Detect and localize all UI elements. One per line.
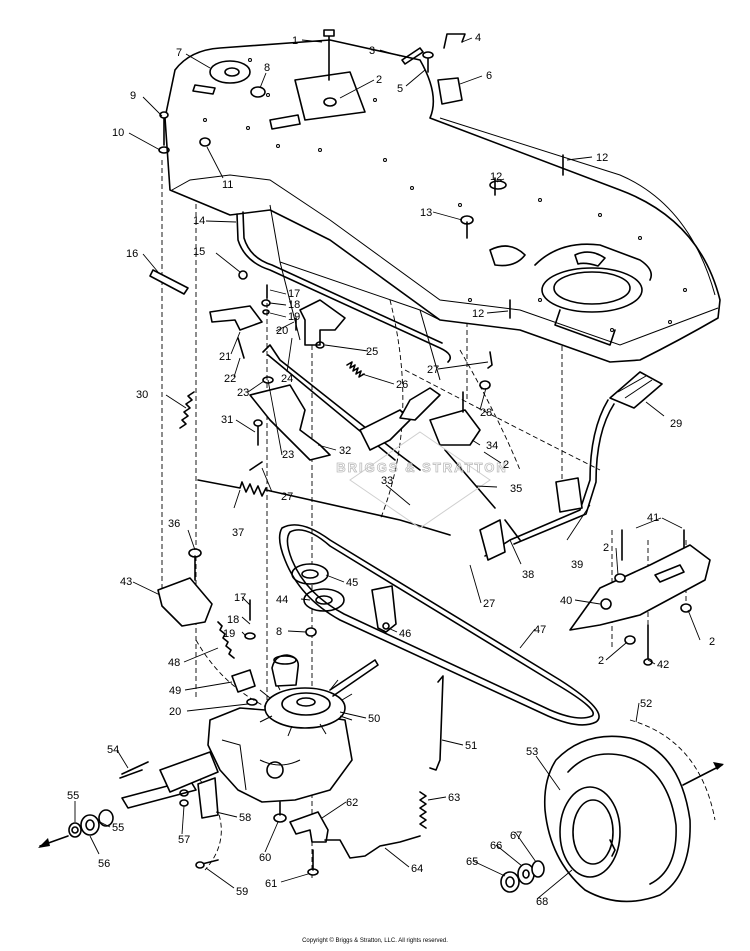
callout-62: 62 [346, 797, 358, 809]
callout-2: 2 [503, 459, 509, 471]
callout-61: 61 [265, 878, 277, 890]
callout-50: 50 [368, 713, 380, 725]
callout-2: 2 [709, 636, 715, 648]
frame-hardware [158, 29, 564, 319]
callout-59: 59 [236, 886, 248, 898]
callout-15: 15 [193, 246, 205, 258]
callout-57: 57 [178, 834, 190, 846]
callout-3: 3 [369, 45, 375, 57]
callout-52: 52 [640, 698, 652, 710]
callout-2: 2 [603, 542, 609, 554]
callout-29: 29 [670, 418, 682, 430]
callout-26: 26 [396, 379, 408, 391]
callout-9: 9 [130, 90, 136, 102]
callout-11: 11 [222, 179, 233, 191]
callout-48: 48 [168, 657, 180, 669]
callout-37: 37 [232, 527, 244, 539]
callout-12: 12 [596, 152, 608, 164]
callout-24: 24 [281, 373, 293, 385]
watermark: BRIGGS & STRATTON [336, 431, 507, 529]
callout-51: 51 [465, 740, 477, 752]
callout-17: 17 [234, 592, 246, 604]
callout-54: 54 [107, 744, 119, 756]
callout-1: 1 [292, 35, 298, 47]
callout-40: 40 [560, 595, 572, 607]
callout-28: 28 [480, 407, 492, 419]
callout-23: 23 [282, 449, 294, 461]
callout-31: 31 [221, 414, 233, 426]
callout-44: 44 [276, 594, 288, 606]
callout-6: 6 [486, 70, 492, 82]
callout-27: 27 [281, 491, 293, 503]
callout-47: 47 [534, 624, 546, 636]
callout-55: 55 [112, 822, 124, 834]
leader-lines [74, 37, 701, 900]
callout-22: 22 [224, 373, 236, 385]
callout-65: 65 [466, 856, 478, 868]
callout-12: 12 [472, 308, 484, 320]
callout-64: 64 [411, 863, 423, 875]
callout-68: 68 [536, 896, 548, 908]
callout-43: 43 [120, 576, 132, 588]
lower-rods [289, 675, 444, 876]
callout-5: 5 [397, 83, 403, 95]
callout-42: 42 [657, 659, 669, 671]
callout-56: 56 [98, 858, 110, 870]
chassis-frame [164, 39, 721, 381]
callout-41: 41 [647, 512, 659, 524]
callout-49: 49 [169, 685, 181, 697]
callout-66: 66 [490, 840, 502, 852]
callout-17: 17 [288, 288, 300, 300]
callout-53: 53 [526, 746, 538, 758]
callout-7: 7 [176, 47, 182, 59]
callout-55: 55 [67, 790, 79, 802]
callout-16: 16 [126, 248, 138, 260]
callout-8: 8 [264, 62, 270, 74]
callout-20: 20 [276, 325, 288, 337]
callout-19: 19 [223, 628, 235, 640]
watermark-text: BRIGGS & STRATTON [336, 460, 507, 475]
callout-67: 67 [510, 830, 522, 842]
callout-46: 46 [399, 628, 411, 640]
callout-45: 45 [346, 577, 358, 589]
callout-33: 33 [381, 475, 393, 487]
callout-39: 39 [571, 559, 583, 571]
callout-2: 2 [376, 74, 382, 86]
callout-2: 2 [598, 655, 604, 667]
callout-58: 58 [239, 812, 251, 824]
callout-38: 38 [522, 569, 534, 581]
callout-13: 13 [420, 207, 432, 219]
rear-wheel [500, 719, 724, 903]
callout-27: 27 [427, 364, 439, 376]
callout-18: 18 [288, 299, 300, 311]
callout-10: 10 [112, 127, 124, 139]
callout-12: 12 [490, 171, 502, 183]
callout-63: 63 [448, 792, 460, 804]
copyright-notice: Copyright © Briggs & Stratton, LLC. All … [302, 938, 448, 944]
callout-27: 27 [483, 598, 495, 610]
callout-32: 32 [339, 445, 351, 457]
callout-numbers: 1 2 3 4 5 6 7 8 9 10 11 12 12 12 13 14 1… [67, 32, 715, 908]
callout-60: 60 [259, 852, 271, 864]
callout-34: 34 [486, 440, 498, 452]
callout-14: 14 [193, 215, 205, 227]
callout-4: 4 [475, 32, 481, 44]
drive-belt [278, 524, 600, 726]
callout-30: 30 [136, 389, 148, 401]
callout-8: 8 [276, 626, 282, 638]
callout-19: 19 [288, 311, 300, 323]
callout-23: 23 [237, 387, 249, 399]
callout-20: 20 [169, 706, 181, 718]
linkage-parts [149, 211, 711, 706]
callout-25: 25 [366, 346, 378, 358]
callout-35: 35 [510, 483, 522, 495]
callout-21: 21 [219, 351, 231, 363]
callout-36: 36 [168, 518, 180, 530]
callout-18: 18 [227, 614, 239, 626]
transaxle [38, 654, 379, 869]
